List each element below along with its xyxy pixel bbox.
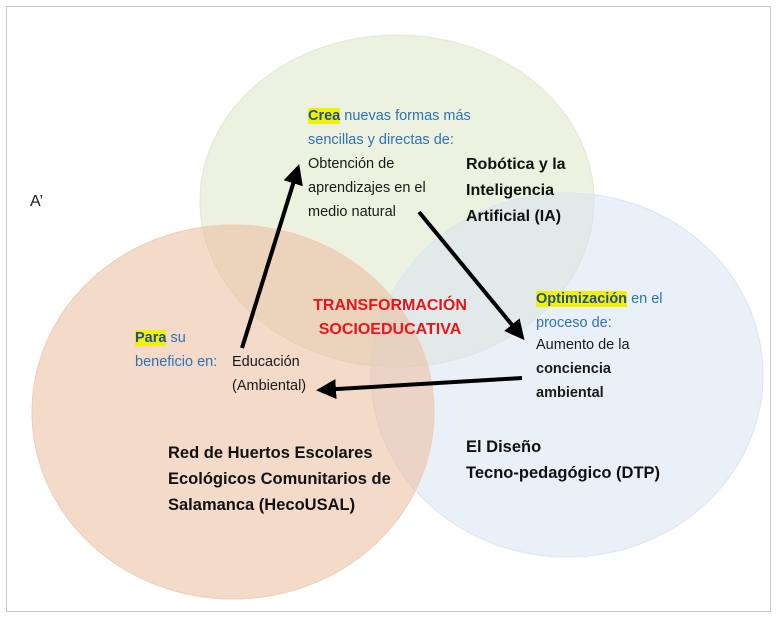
right-circle-title: El Diseño Tecno-pedagógico (DTP) bbox=[466, 438, 661, 482]
top-node-intro: Crea nuevas formas más sencillas y direc… bbox=[308, 108, 471, 148]
top-node-body: Obtención de aprendizajes en el medio na… bbox=[308, 156, 426, 220]
center-label: TRANSFORMACIÓN SOCIOEDUCATIVA bbox=[313, 297, 467, 338]
arrow-top-to-right bbox=[417, 210, 525, 341]
left-node-keyword: Para bbox=[135, 330, 167, 346]
top-circle-title: Robótica y la Inteligencia Artificial (I… bbox=[466, 156, 566, 225]
figure-label: A’ bbox=[30, 193, 44, 210]
left-circle-title: Red de Huertos Escolares Ecológicos Comu… bbox=[168, 444, 391, 514]
arrow-right-to-left bbox=[316, 376, 523, 400]
right-node-intro: Optimización en el proceso de: bbox=[536, 291, 663, 331]
left-node-body: Educación (Ambiental) bbox=[232, 354, 307, 394]
top-node-keyword: Crea bbox=[308, 108, 341, 124]
right-node-body: Aumento de la conciencia ambiental bbox=[536, 337, 630, 401]
left-node-intro: Para su beneficio en: bbox=[135, 330, 218, 370]
arrow-left-to-top bbox=[240, 164, 303, 349]
right-node-keyword: Optimización bbox=[536, 291, 628, 307]
circle-left bbox=[31, 224, 435, 600]
